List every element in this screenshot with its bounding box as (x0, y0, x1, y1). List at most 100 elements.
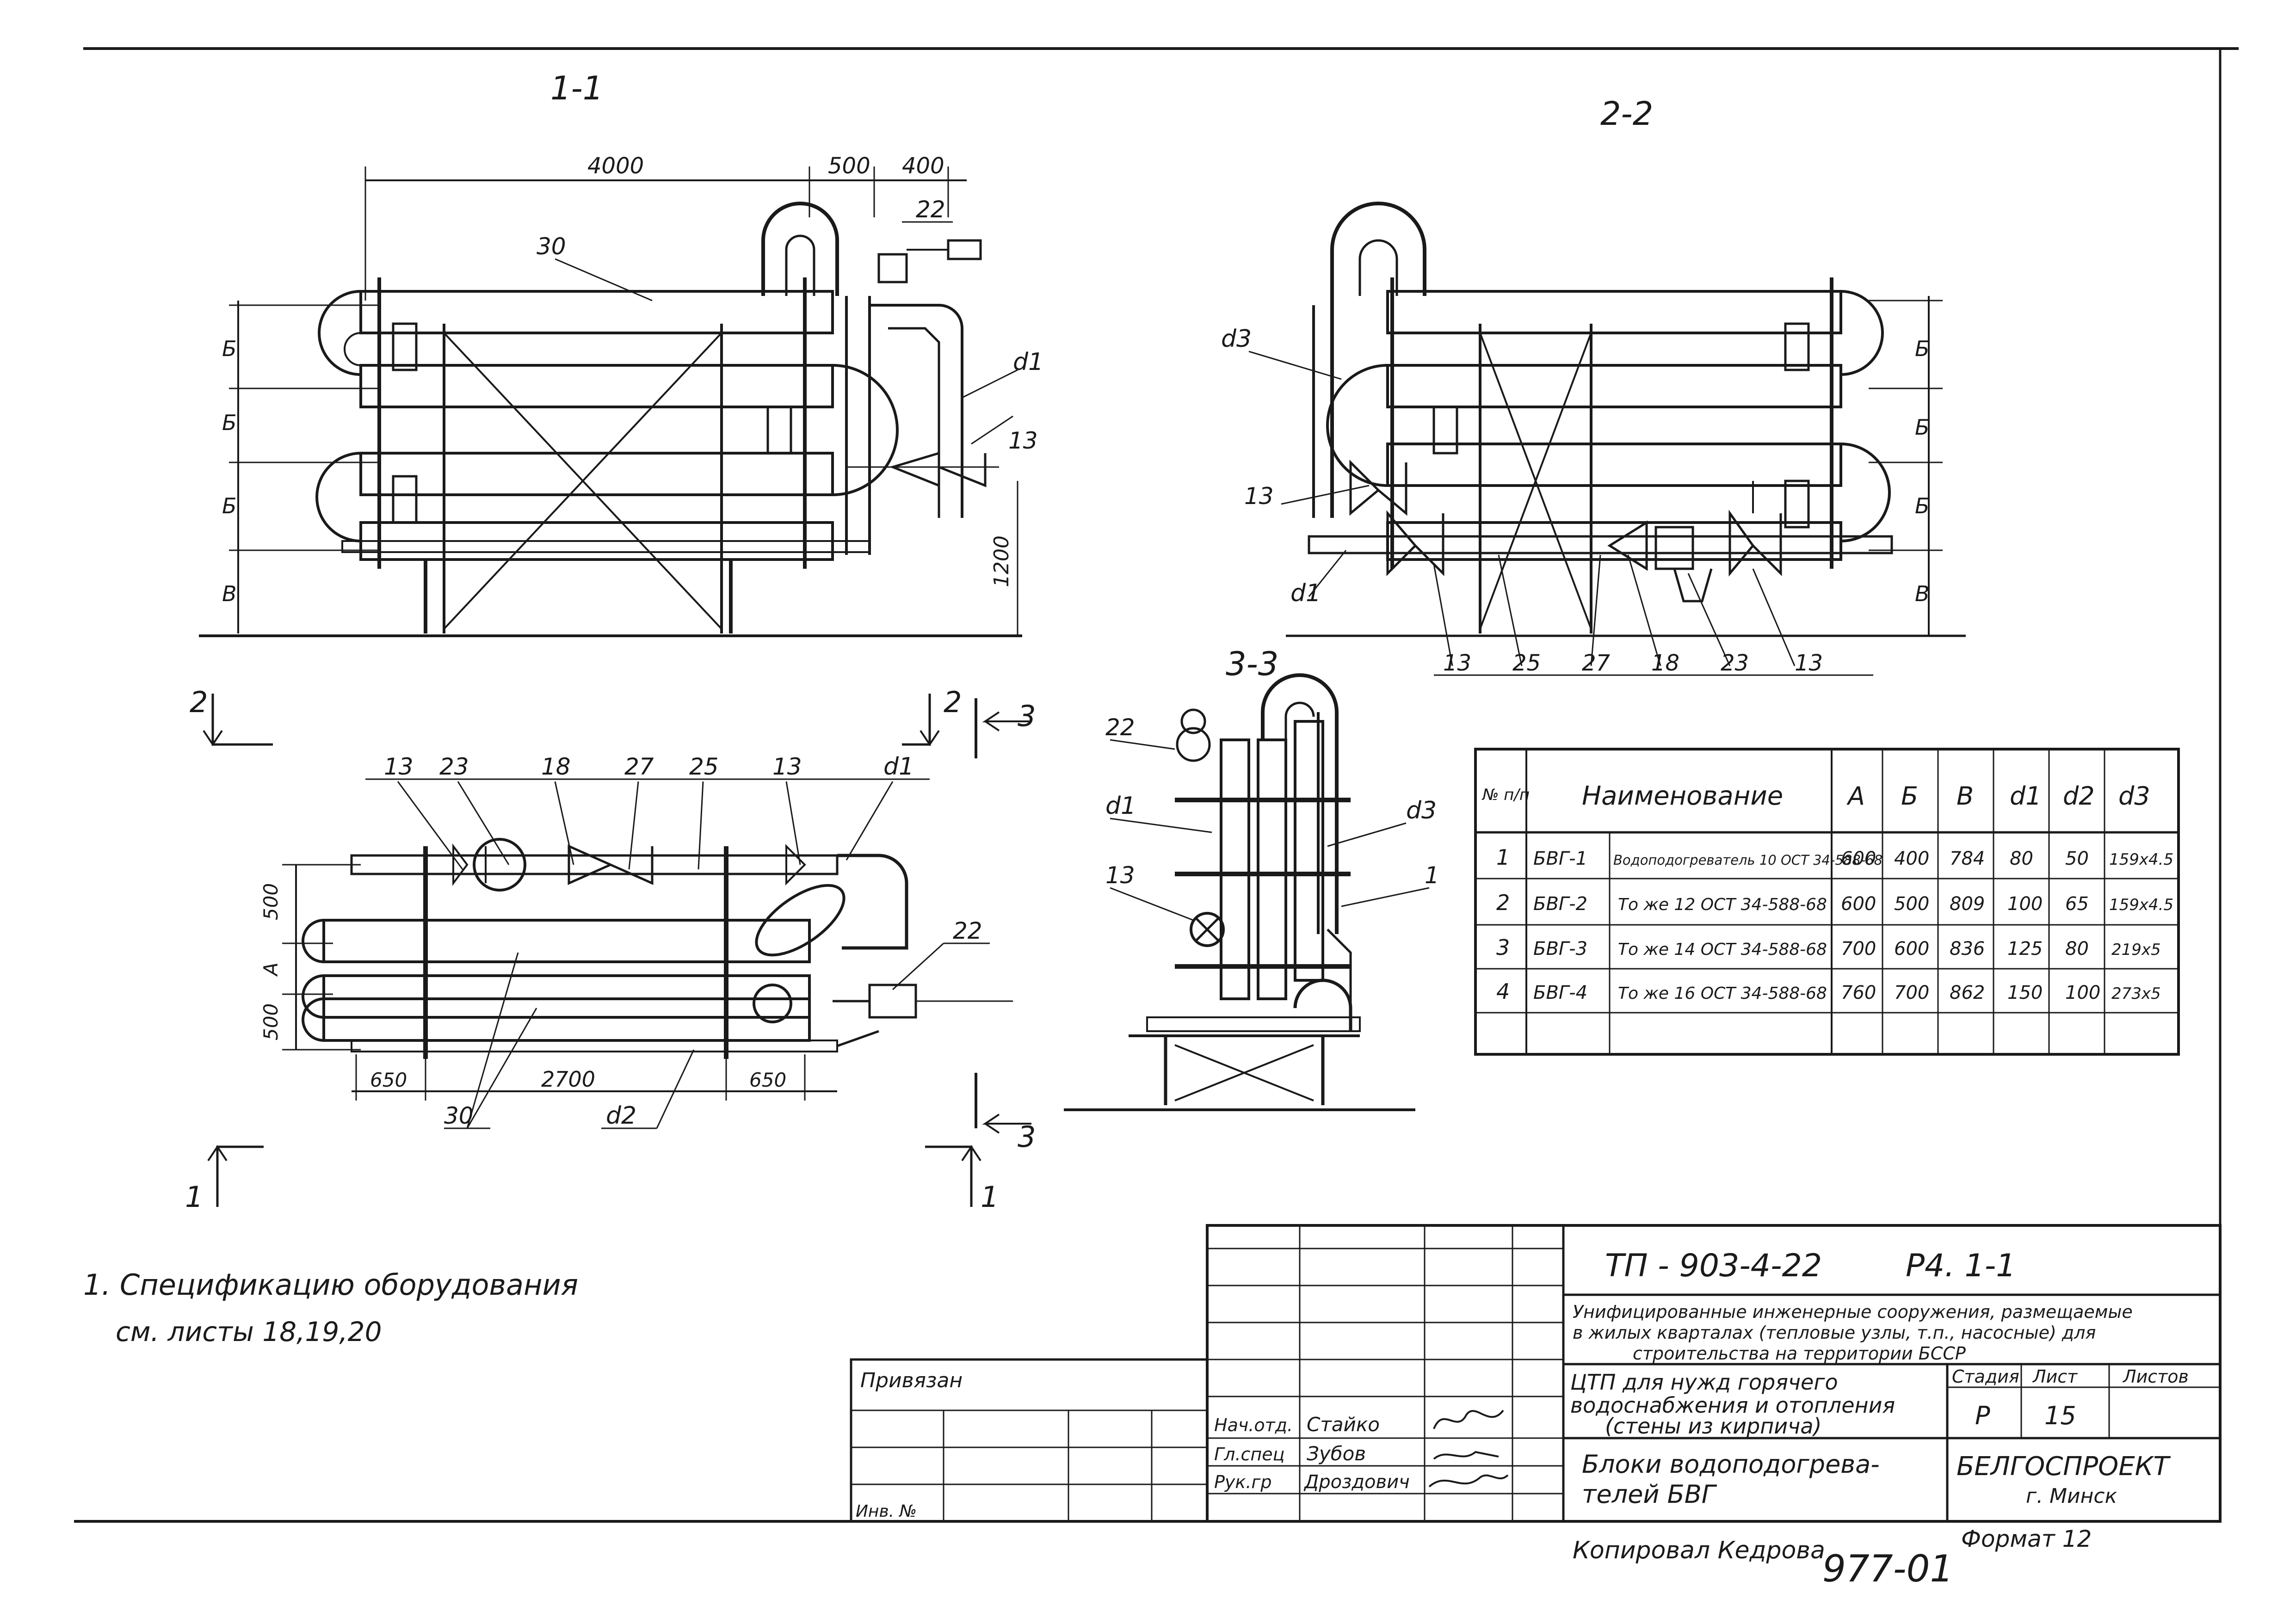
cut-2-right: 2 (944, 685, 962, 719)
tb-sheet-code: Р4. 1-1 (1906, 1248, 2016, 1284)
spec-hdr-d3: d3 (2118, 781, 2150, 811)
plan-callout-d2: d2 (606, 1102, 636, 1130)
spec-cell: 600 (1841, 848, 1876, 869)
spec-cell: 4 (1496, 979, 1510, 1004)
callout-13: 13 (1008, 427, 1038, 454)
plan-top-5: 13 (772, 753, 802, 780)
spec-hdr-a: A (1846, 781, 1865, 811)
side-b3-2-2: Б (1915, 493, 1930, 518)
plan-top-0: 13 (384, 753, 414, 780)
side-b1-2-2: Б (1915, 336, 1930, 361)
spec-hdr-d1: d1 (2010, 781, 2042, 811)
view-3-3: 3-3 22 d (1064, 645, 1439, 1111)
spec-cell: 150 (2007, 982, 2043, 1003)
v33-callout-d1: d1 (1105, 792, 1136, 820)
plan-top-2: 18 (541, 753, 571, 780)
tb-object-line-1: ЦТП для нужд горячего (1570, 1370, 1838, 1395)
tb-sheet-header: Лист (2032, 1366, 2078, 1387)
plan-dim-a: A (259, 962, 282, 977)
v22-bottom-2: 27 (1582, 650, 1611, 676)
cut-3-bottom: 3 (1018, 1120, 1036, 1154)
spec-cell: 3 (1496, 935, 1510, 960)
v33-callout-d3: d3 (1406, 797, 1437, 824)
spec-cell: 273x5 (2111, 984, 2161, 1003)
dim-400: 400 (902, 153, 944, 179)
footer-number: 977-01 (1822, 1547, 1953, 1590)
spec-cell: 700 (1841, 938, 1876, 960)
v22-bottom-4: 23 (1721, 650, 1749, 676)
spec-cell: 125 (2007, 938, 2043, 960)
plan-callout-30: 30 (444, 1102, 474, 1129)
side-b3: Б (222, 493, 237, 518)
tb-sheets-header: Листов (2122, 1366, 2189, 1387)
tb-org-name: БЕЛГОСПРОЕКТ (1957, 1452, 2171, 1482)
plan-top-4: 25 (689, 753, 719, 780)
spec-row: 4 БВГ-4 То же 16 ОСТ 34-588-68 760 700 8… (1496, 979, 2161, 1004)
tb-inv: Инв. № (856, 1502, 917, 1521)
spec-cell: 2 (1496, 890, 1510, 915)
heater-tubes-1-1 (315, 202, 999, 634)
tb-drawing-line-2: телей БВГ (1582, 1480, 1717, 1509)
tb-project-line-3: строительства на территории БССР (1633, 1343, 1966, 1364)
spec-cell: 80 (2010, 848, 2033, 869)
spec-row: 1 БВГ-1 Водоподогреватель 10 ОСТ 34-588-… (1496, 845, 2173, 870)
side-v-2-2: В (1915, 581, 1930, 606)
footer-copied: Копировал Кедрова (1573, 1537, 1825, 1564)
spec-cell: 862 (1950, 982, 1985, 1003)
tb-org-city: г. Минск (2026, 1484, 2117, 1508)
spec-cell: Водоподогреватель 10 ОСТ 34-588-68 (1613, 852, 1882, 868)
tb-stage-header: Стадия (1952, 1366, 2019, 1387)
plan-dim-500a: 500 (259, 883, 282, 920)
note-line-1: 1. Спецификацию оборудования (83, 1268, 578, 1302)
spec-cell: 219x5 (2111, 941, 2161, 959)
tb-name-0: Стайко (1307, 1413, 1380, 1436)
spec-hdr-d2: d2 (2063, 781, 2095, 811)
v33-callout-22: 22 (1105, 714, 1135, 741)
v33-callout-13: 13 (1105, 862, 1135, 889)
spec-cell: 784 (1950, 848, 1985, 869)
side-b2: Б (222, 410, 237, 435)
spec-cell: 400 (1894, 848, 1929, 869)
spec-cell: 809 (1950, 893, 1985, 915)
plan-dim-500b: 500 (259, 1003, 282, 1040)
spec-cell: 100 (2007, 893, 2043, 915)
note-line-2: см. листы 18,19,20 (116, 1316, 382, 1347)
spec-cell: То же 16 ОСТ 34-588-68 (1618, 984, 1827, 1003)
spec-cell: БВГ-4 (1533, 982, 1587, 1003)
spec-cell: 50 (2065, 848, 2089, 869)
tb-privyazan: Привязан (860, 1369, 963, 1392)
footer-format: Формат 12 (1961, 1526, 2092, 1552)
cut-1-right: 1 (981, 1180, 999, 1214)
spec-cell: 600 (1841, 893, 1876, 915)
plan-callout-22: 22 (953, 917, 982, 944)
callout-30: 30 (537, 233, 566, 260)
tb-doc-code: ТП - 903-4-22 (1605, 1248, 1822, 1284)
callout-d1: d1 (1013, 348, 1043, 376)
side-v: В (222, 581, 237, 606)
v22-bottom-1: 25 (1512, 650, 1541, 676)
callout-d3-2-2: d3 (1221, 325, 1252, 353)
signature-mark (1433, 1409, 1504, 1429)
view-1-1: 1-1 4000 500 400 Б Б Б В (199, 69, 1043, 637)
dim-500: 500 (828, 153, 870, 179)
plan-dim-650a: 650 (370, 1069, 407, 1091)
callout-22: 22 (916, 196, 945, 223)
callout-d1-2-2: d1 (1290, 579, 1321, 607)
section-2-2-title: 2-2 (1600, 95, 1653, 133)
spec-cell: 600 (1894, 938, 1929, 960)
callout-13-2-2: 13 (1244, 483, 1274, 510)
spec-hdr-np: № п/п (1481, 786, 1530, 804)
plan-top-3: 27 (624, 753, 654, 780)
spec-cell: БВГ-3 (1533, 938, 1587, 960)
tb-object-line-3: (стены из кирпича) (1605, 1414, 1822, 1439)
tb-name-2: Дроздович (1303, 1471, 1410, 1493)
spec-cell: 100 (2065, 982, 2100, 1003)
spec-cell: БВГ-1 (1533, 848, 1587, 869)
footer: Копировал Кедрова 977-01 Формат 12 (1573, 1526, 2092, 1590)
spec-cell: БВГ-2 (1533, 893, 1587, 915)
section-3-3-title: 3-3 (1226, 645, 1278, 683)
spec-row: 2 БВГ-2 То же 12 ОСТ 34-588-68 600 500 8… (1496, 890, 2173, 915)
tb-role-0: Нач.отд. (1214, 1415, 1293, 1435)
cut-1-left: 1 (185, 1180, 203, 1214)
